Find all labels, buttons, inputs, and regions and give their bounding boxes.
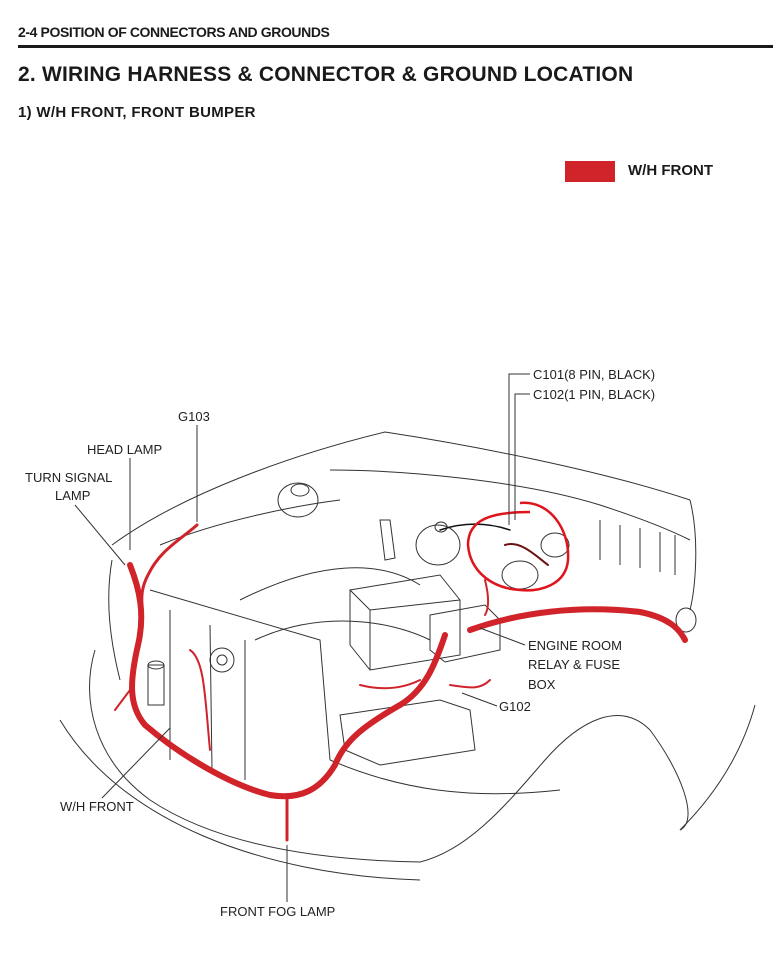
callout-wh-front: W/H FRONT xyxy=(60,799,134,814)
callout-head-lamp: HEAD LAMP xyxy=(87,442,163,457)
legend-swatch-wh-front xyxy=(565,161,615,182)
legend-label: W/H FRONT xyxy=(628,162,713,179)
sub-title: 1) W/H FRONT, FRONT BUMPER xyxy=(18,104,256,121)
page-title: 2. WIRING HARNESS & CONNECTOR & GROUND L… xyxy=(18,63,634,86)
harness-wh-front xyxy=(114,523,688,842)
callout-engine-room-line1: ENGINE ROOM xyxy=(528,638,622,653)
callout-c102: C102(1 PIN, BLACK) xyxy=(533,387,656,402)
annotation-circle xyxy=(466,501,570,592)
callout-engine-room-line3: BOX xyxy=(528,677,556,692)
car-outline xyxy=(59,431,756,881)
callout-g102: G102 xyxy=(499,699,531,714)
callout-engine-room-line2: RELAY & FUSE xyxy=(528,657,620,672)
leader-lines xyxy=(74,373,530,902)
callout-turn-signal-lamp-line2: LAMP xyxy=(55,488,91,503)
section-header: 2-4 POSITION OF CONNECTORS AND GROUNDS xyxy=(18,24,330,40)
callout-c101: C101(8 PIN, BLACK) xyxy=(533,367,656,382)
header-rule xyxy=(18,45,773,48)
callout-g103: G103 xyxy=(178,409,210,424)
callout-turn-signal-lamp-line1: TURN SIGNAL xyxy=(25,470,113,485)
callout-front-fog-lamp: FRONT FOG LAMP xyxy=(220,904,336,919)
